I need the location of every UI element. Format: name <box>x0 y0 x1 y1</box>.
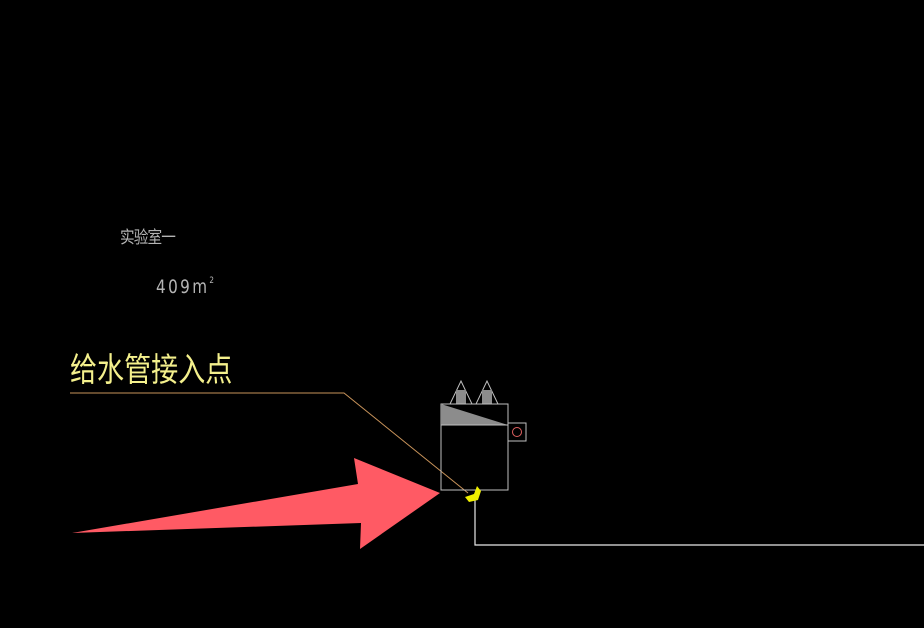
equipment-side-indicator-icon <box>512 427 522 437</box>
water-supply-pipe <box>474 495 924 546</box>
room-area-unit-sup: 2 <box>209 276 215 286</box>
annotation-leader-line <box>70 392 469 494</box>
room-area-unit: m <box>192 276 210 298</box>
equipment-body <box>440 403 509 491</box>
equipment-unit <box>440 379 527 491</box>
connection-point-marker <box>465 486 481 502</box>
room-name-label: 实验室一 <box>120 228 176 248</box>
equipment-cap-right-block <box>482 390 492 404</box>
equipment-top-wedge <box>441 404 508 425</box>
room-area-value: 409 <box>156 276 193 298</box>
pointer-arrow-icon <box>72 458 440 549</box>
water-inlet-annotation-text: 给水管接入点 <box>70 350 233 389</box>
equipment-cap-left-block <box>456 390 466 404</box>
room-area-label: 409m2 <box>156 270 214 298</box>
equipment-side-box <box>507 422 527 442</box>
room-name: 实验室一 <box>120 228 176 248</box>
water-inlet-annotation: 给水管接入点 <box>70 350 232 390</box>
